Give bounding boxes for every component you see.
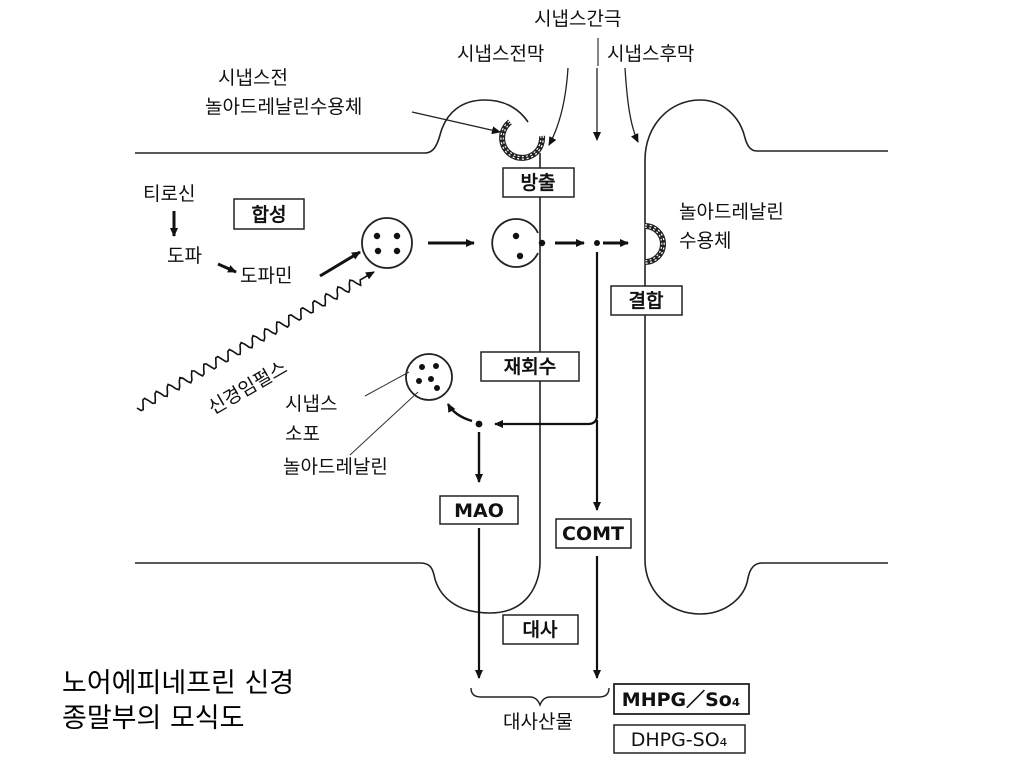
release-box: 방출 (502, 167, 575, 198)
reuptake-label: 재회수 (504, 356, 556, 378)
arrow-dopamine-to-vesicle (319, 250, 361, 278)
label-noradrenaline: 놀아드레날린 (283, 456, 388, 478)
reuptake-box: 재회수 (480, 351, 580, 382)
pointer-presynaptic-receptor (411, 111, 501, 135)
label-presynaptic-receptor-2: 놀아드레날린수용체 (205, 96, 362, 118)
pointer-vesicle (364, 371, 410, 397)
arrow-to-vesicle (446, 403, 473, 423)
label-metabolites: 대사산물 (503, 711, 573, 733)
fusing-vesicle (491, 218, 546, 268)
release-label: 방출 (521, 172, 556, 194)
pointer-noradrenaline (349, 391, 419, 456)
arrow-dopa-to-dopamine (217, 262, 237, 274)
pointer-postsynaptic-membrane (624, 67, 639, 143)
released-noradrenaline-dot (594, 240, 600, 246)
metabolites-brace (470, 687, 610, 707)
synthesis-box: 합성 (233, 198, 305, 230)
mhpg-box: MHPG／So₄ (613, 683, 750, 715)
presynaptic-receptor (499, 119, 546, 161)
binding-label: 결합 (629, 290, 664, 312)
postsynaptic-membrane-outline (644, 99, 888, 615)
label-dopa: 도파 (167, 245, 202, 267)
metabolism-box: 대사 (502, 614, 579, 645)
label-post-receptor-1: 놀아드레날린 (679, 201, 784, 223)
comt-box: COMT (555, 518, 632, 549)
label-postsynaptic-membrane: 시냅스후막 (607, 43, 694, 65)
nerve-impulse-wave (136, 271, 375, 412)
synthesis-label: 합성 (252, 204, 287, 226)
label-post-receptor-2: 수용체 (679, 230, 731, 252)
caption-line-1: 노어에피네프린 신경 (62, 668, 294, 699)
binding-box: 결합 (610, 285, 683, 316)
synaptic-vesicle (405, 353, 453, 401)
label-presynaptic-receptor-1: 시냅스전 (218, 67, 288, 89)
presynaptic-terminal-outline (135, 99, 541, 614)
metabolism-label: 대사 (523, 619, 558, 641)
comt-label: COMT (562, 523, 624, 545)
storage-vesicle (361, 217, 413, 269)
label-nerve-impulse: 신경임펄스 (205, 357, 292, 420)
dhpg-box: DHPG-SO₄ (613, 724, 746, 754)
pointer-presynaptic-membrane (548, 67, 569, 146)
dhpg-label: DHPG-SO₄ (631, 729, 728, 751)
postsynaptic-receptor (644, 223, 666, 265)
label-vesicle-1: 시냅스 (285, 393, 337, 415)
mhpg-label: MHPG／So₄ (622, 688, 740, 711)
mao-box: MAO (439, 495, 519, 525)
caption-line-2: 종말부의 모식도 (62, 703, 244, 734)
mao-label: MAO (454, 500, 504, 522)
label-vesicle-2: 소포 (285, 423, 320, 445)
label-tyrosine: 티로신 (143, 183, 195, 205)
label-synaptic-cleft: 시냅스간극 (534, 8, 621, 30)
reuptake-dot (475, 420, 483, 428)
label-presynaptic-membrane: 시냅스전막 (457, 43, 544, 65)
label-dopamine: 도파민 (240, 265, 292, 287)
reuptake-path (494, 252, 599, 428)
